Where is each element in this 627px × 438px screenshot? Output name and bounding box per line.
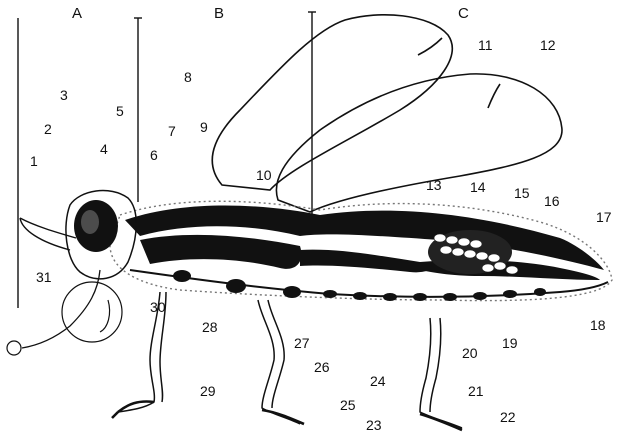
proboscis-tip <box>7 341 21 355</box>
callout-29: 29 <box>200 384 216 398</box>
callout-25: 25 <box>340 398 356 412</box>
callout-30: 30 <box>150 300 166 314</box>
callout-21: 21 <box>468 384 484 398</box>
callout-5: 5 <box>116 104 124 118</box>
callout-19: 19 <box>502 336 518 350</box>
callout-8: 8 <box>184 70 192 84</box>
callout-31: 31 <box>36 270 52 284</box>
callout-1: 1 <box>30 154 38 168</box>
callout-16: 16 <box>544 194 560 208</box>
callout-18: 18 <box>590 318 606 332</box>
head <box>7 191 136 355</box>
mouthparts-outline <box>62 282 122 342</box>
callout-4: 4 <box>100 142 108 156</box>
callout-10: 10 <box>256 168 272 182</box>
callout-12: 12 <box>540 38 556 52</box>
callout-20: 20 <box>462 346 478 360</box>
forewing-vein <box>418 38 442 55</box>
leg-middle <box>258 300 300 424</box>
hindwing-vein <box>488 84 500 108</box>
foot-hind <box>420 414 462 430</box>
callout-6: 6 <box>150 148 158 162</box>
callout-17: 17 <box>596 210 612 224</box>
callout-28: 28 <box>202 320 218 334</box>
callout-22: 22 <box>500 410 516 424</box>
forewing <box>212 15 452 190</box>
gut <box>300 250 431 273</box>
body <box>110 201 612 301</box>
callout-11: 11 <box>478 38 493 52</box>
thorax-muscle <box>140 235 301 269</box>
callout-7: 7 <box>168 124 176 138</box>
section-label-b: B <box>214 6 224 21</box>
callout-26: 26 <box>314 360 330 374</box>
callout-9: 9 <box>200 120 208 134</box>
section-label-c: C <box>458 6 469 21</box>
callout-24: 24 <box>370 374 386 388</box>
section-label-a: A <box>72 6 82 21</box>
callout-23: 23 <box>366 418 382 432</box>
foot-middle <box>262 410 304 424</box>
callout-2: 2 <box>44 122 52 136</box>
callout-27: 27 <box>294 336 310 350</box>
callout-15: 15 <box>514 186 530 200</box>
callout-3: 3 <box>60 88 68 102</box>
callout-13: 13 <box>426 178 442 192</box>
callout-14: 14 <box>470 180 486 194</box>
